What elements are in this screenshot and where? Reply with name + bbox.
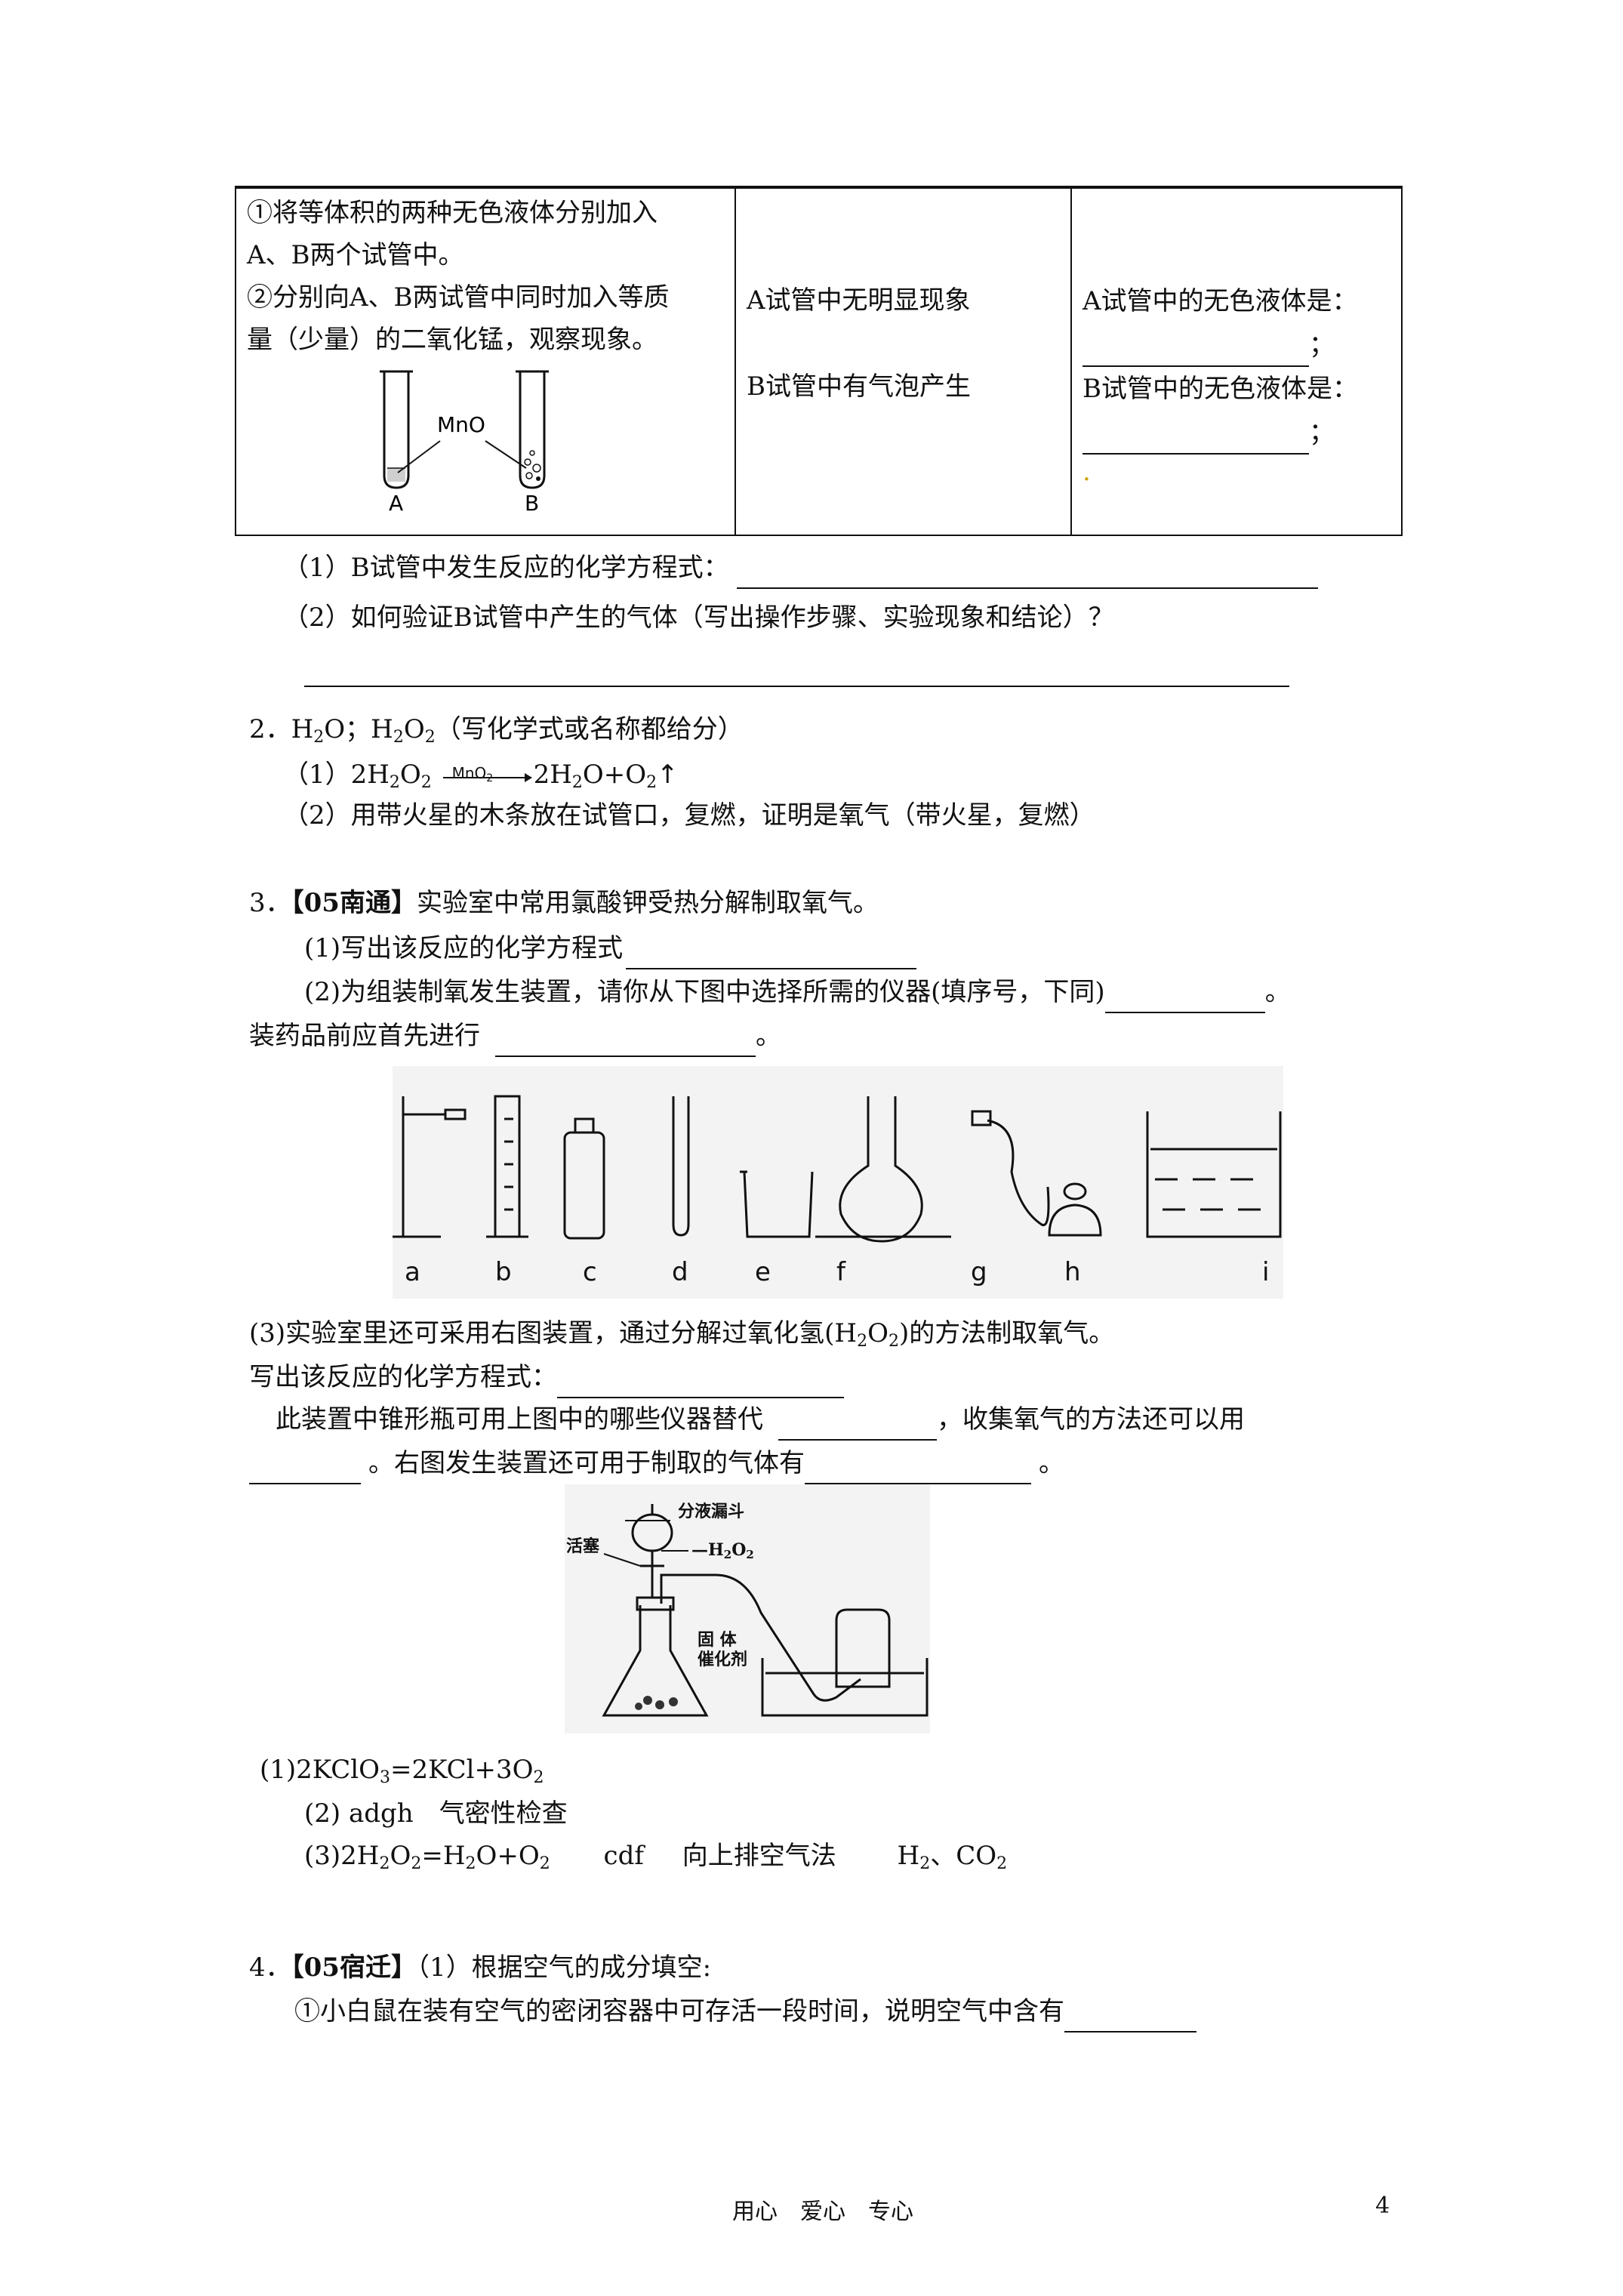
conclusion-a-label: A试管中的无色液体是：	[1083, 286, 1358, 316]
table-cell-conclusion: A试管中的无色液体是： ； B试管中的无色液体是： ； .	[1070, 187, 1403, 536]
q3-sub2-cont: 装药品前应首先进行。	[249, 1015, 781, 1057]
apparatus-label-e: e	[755, 1257, 771, 1287]
label-separatory-funnel: 分液漏斗	[678, 1502, 745, 1521]
apparatus-label-g: g	[971, 1257, 987, 1287]
apparatus-i-water-trough	[1146, 1111, 1282, 1238]
stray-dot: .	[1083, 457, 1091, 487]
q3-sub3-question1: 此装置中锥形瓶可用上图中的哪些仪器替代，收集氧气的方法还可以用	[276, 1398, 1245, 1441]
apparatus-d-test-tube	[672, 1096, 690, 1237]
apparatus-b-graduated-cylinder	[486, 1095, 528, 1238]
q3-sub1: (1)写出该反应的化学方程式	[304, 927, 917, 969]
table-cell-phenomena: A试管中无明显现象 B试管中有气泡产生	[735, 187, 1072, 536]
conclusion-a-blank: ；	[1083, 323, 1390, 367]
apparatus-label-i: i	[1262, 1257, 1269, 1287]
ans3-line2: (2) adgh 气密性检查	[304, 1798, 568, 1829]
experiment-table: ①将等体积的两种无色液体分别加入 A、B两个试管中。 ②分别向A、B两试管中同时…	[235, 187, 1403, 536]
top-rule	[235, 186, 1403, 187]
apparatus-e-beaker	[740, 1170, 814, 1238]
q3-sub3: (3)实验室里还可采用右图装置，通过分解过氧化氢(H2O2)的方法制取氧气。	[249, 1318, 1115, 1351]
label-h2o2: —H2O2	[691, 1540, 754, 1561]
mno-label: MnO	[437, 412, 485, 437]
label-solid: 固 体	[698, 1630, 737, 1650]
q3-sub2: (2)为组装制氧发生装置，请你从下图中选择所需的仪器(填序号，下同)。	[304, 971, 1291, 1013]
q4-stem: 4．【05宿迁】（1）根据空气的成分填空:	[249, 1952, 712, 1983]
footer-motto: 用心 爱心 专心	[732, 2199, 913, 2225]
page-number: 4	[1375, 2193, 1390, 2219]
q4-sub1: ①小白鼠在装有空气的密闭容器中可存活一段时间，说明空气中含有	[294, 1990, 1196, 2032]
tube-b-label: B	[525, 491, 539, 513]
conclusion-b-label: B试管中的无色液体是：	[1083, 374, 1358, 404]
mno-pointer-a	[397, 440, 441, 473]
apparatus-label-f: f	[836, 1257, 846, 1287]
apparatus-label-d: d	[672, 1257, 688, 1287]
apparatus-a-iron-stand	[393, 1096, 467, 1238]
apparatus-h-alcohol-lamp	[1048, 1182, 1102, 1237]
apparatus-label-a: a	[405, 1257, 420, 1287]
phenomenon-b: B试管中有气泡产生	[747, 371, 971, 402]
label-valve: 活塞	[566, 1536, 600, 1556]
ans2-line3: （2）用带火星的木条放在试管口，复燃，证明是氧气（带火星，复燃）	[283, 800, 1095, 831]
mno-pointer-b	[485, 440, 527, 469]
apparatus-c-bottle	[563, 1117, 605, 1240]
q3-stem: 3．【05南通】实验室中常用氯酸钾受热分解制取氧气。	[249, 888, 879, 918]
step-line-2: A、B两个试管中。	[247, 240, 464, 270]
test-tubes-figure: MnO A B	[380, 370, 549, 513]
step-line-3: ②分别向A、B两试管中同时加入等质	[247, 282, 670, 313]
h2o2-apparatus-figure: 分液漏斗 活塞 —H2O2 固 体 催化剂	[565, 1484, 930, 1734]
test-tube-b	[516, 370, 549, 489]
apparatus-label-h: h	[1064, 1257, 1081, 1287]
test-tube-a	[380, 370, 413, 489]
apparatus-figure: a b c d e f g h i	[393, 1066, 1283, 1299]
step-line-1: ①将等体积的两种无色液体分别加入	[247, 198, 658, 228]
phenomenon-a: A试管中无明显现象	[747, 285, 971, 316]
apparatus-f-flask	[815, 1096, 951, 1243]
table-cell-steps: ①将等体积的两种无色液体分别加入 A、B两个试管中。 ②分别向A、B两试管中同时…	[235, 187, 736, 536]
q3-sub3-equation: 写出该反应的化学方程式：	[249, 1356, 844, 1398]
label-catalyst: 催化剂	[698, 1650, 748, 1669]
tube-a-label: A	[389, 491, 403, 513]
q3-sub3-question2: 。右图发生装置还可用于制取的气体有。	[249, 1442, 1064, 1484]
q2-answer-line	[304, 686, 1289, 687]
q2-sub1: （1）B试管中发生反应的化学方程式：	[283, 547, 1318, 589]
conclusion-b-blank: ；	[1083, 411, 1390, 455]
ans3-line3: (3)2H2O2=H2O+O2 cdf 向上排空气法 H2、CO2	[304, 1841, 1008, 1873]
step-line-4: 量（少量）的二氧化锰，观察现象。	[247, 325, 658, 355]
apparatus-label-b: b	[495, 1257, 512, 1287]
apparatus-g-bent-tube	[971, 1110, 1050, 1227]
ans3-line1: (1)2KClO3=2KCl+3O2	[260, 1755, 544, 1787]
ans2-line1: 2．H2O；H2O2（写化学式或名称都给分）	[249, 714, 744, 747]
apparatus-label-c: c	[583, 1257, 597, 1287]
q2-sub2: （2）如何验证B试管中产生的气体（写出操作步骤、实验现象和结论）？	[283, 603, 1114, 633]
